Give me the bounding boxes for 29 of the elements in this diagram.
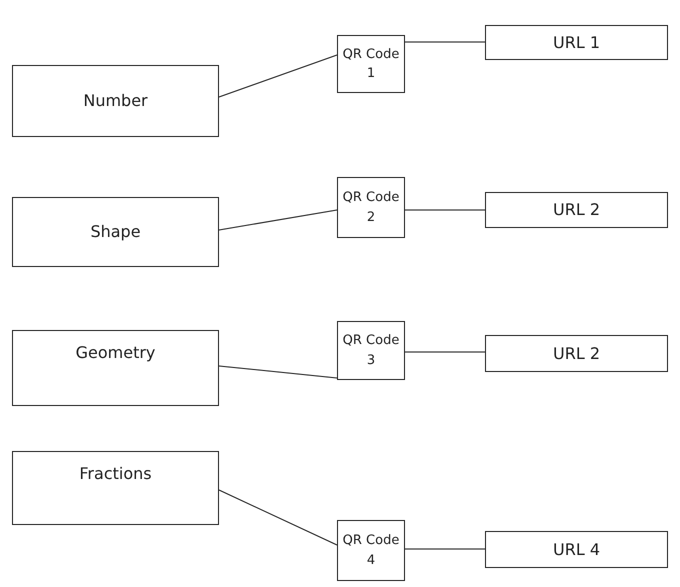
node-label: QR Code 4: [342, 532, 400, 570]
connector-line: [218, 490, 338, 546]
node-label: Number: [83, 90, 148, 112]
node-label: Fractions: [79, 463, 152, 485]
topic-box: [12, 197, 219, 267]
topic-box: [12, 451, 219, 525]
code-box: [337, 520, 405, 581]
node-label: URL 2: [552, 199, 600, 221]
url-box: [485, 25, 668, 60]
node-label: URL 4: [552, 538, 600, 560]
topic-box: [12, 65, 219, 137]
node-label: Shape: [90, 221, 141, 243]
url-box: [485, 192, 668, 228]
code-box: [337, 177, 405, 238]
topic-box: [12, 330, 219, 406]
node-label: Geometry: [76, 342, 156, 364]
code-box: [337, 321, 405, 380]
connector-line: [218, 210, 338, 230]
url-box: [485, 335, 668, 372]
node-label: URL 2: [552, 342, 600, 364]
code-box: [337, 35, 405, 93]
connector-line: [404, 548, 486, 550]
node-label: QR Code 2: [342, 189, 400, 226]
connector-line: [218, 54, 338, 98]
url-box: [485, 531, 668, 568]
connector-line: [218, 366, 338, 378]
node-label: QR Code 3: [342, 332, 400, 370]
node-label: QR Code 1: [342, 46, 400, 83]
node-label: URL 1: [552, 32, 600, 54]
